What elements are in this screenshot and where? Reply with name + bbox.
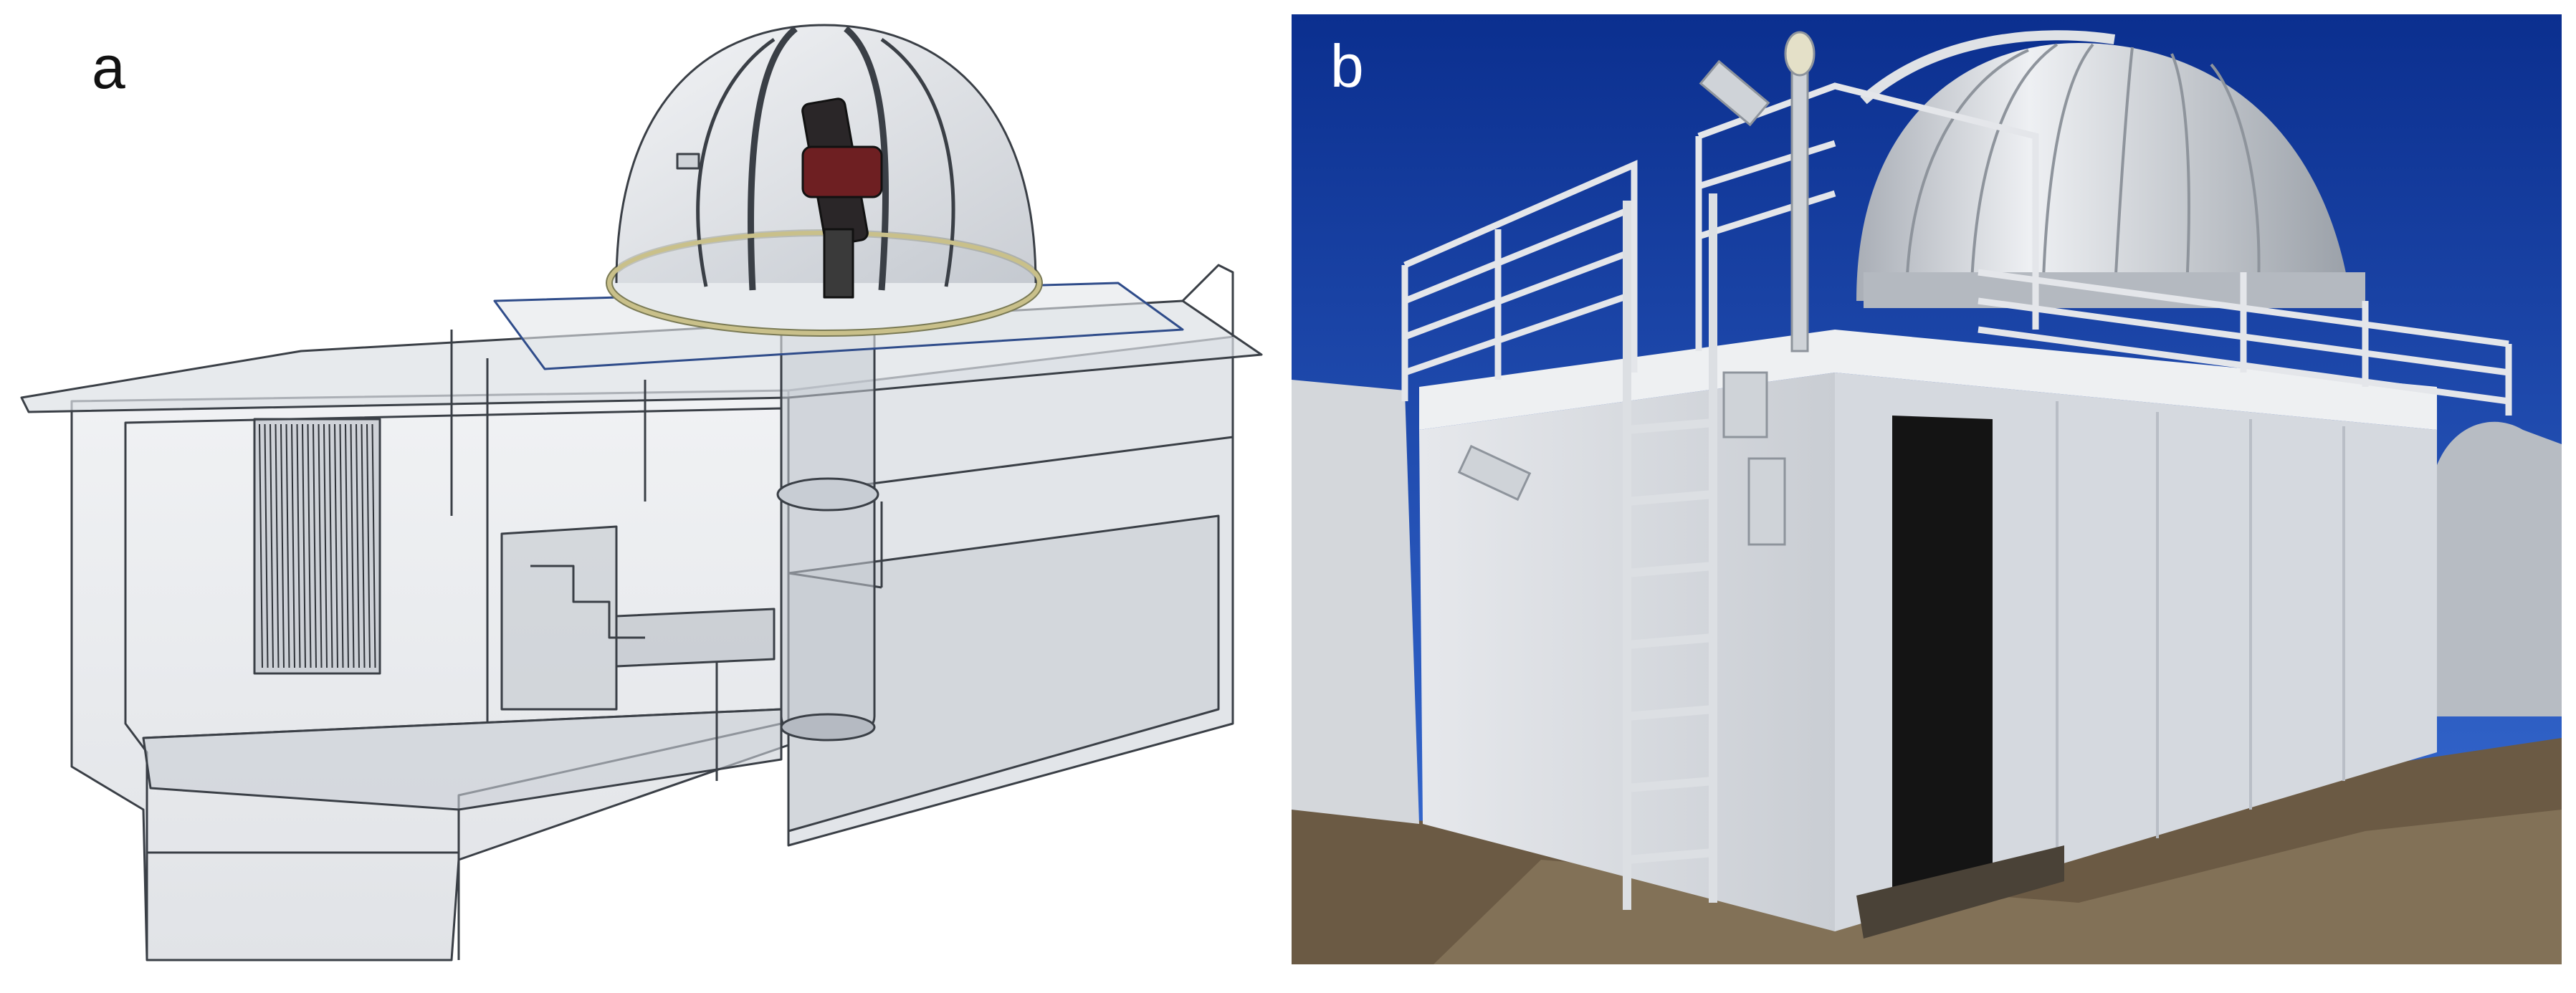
observatory-dome (1856, 43, 2351, 301)
desk-block (500, 525, 618, 711)
louver-slat (339, 423, 344, 668)
roof-slab-photo (1419, 330, 2437, 430)
sensor-mast (1457, 31, 1816, 546)
louver-slat (296, 423, 301, 668)
louver-slat (280, 423, 285, 668)
door-opening (1892, 416, 1993, 913)
louver-slat (334, 423, 338, 668)
louver-slat (259, 423, 263, 668)
panel-label-a: a (92, 34, 125, 101)
panel-label-b: b (1330, 32, 1364, 100)
louver-slat (371, 423, 376, 668)
louver-slat (313, 423, 317, 668)
louver-slat (328, 423, 333, 668)
louver-slat (291, 423, 295, 668)
louver-slat (269, 423, 274, 668)
louver-slat (366, 423, 371, 668)
telescope (801, 97, 883, 299)
louver-slat (361, 423, 366, 668)
louver-slat (302, 423, 306, 668)
panel-a-cad-drawing (20, 24, 1263, 961)
railings (1401, 82, 2512, 416)
adjacent-building (1292, 380, 1419, 824)
louver-slat (345, 423, 349, 668)
louver-slat (264, 423, 269, 668)
louver-slat (285, 423, 290, 668)
louver-slat (356, 423, 360, 668)
louver-slat (350, 423, 355, 668)
louver-slat (323, 423, 328, 668)
louver-slat (307, 423, 312, 668)
floor-plate (142, 708, 783, 811)
louver-slat (318, 423, 323, 668)
louver-slat (275, 423, 280, 668)
ladder (1623, 193, 1717, 910)
